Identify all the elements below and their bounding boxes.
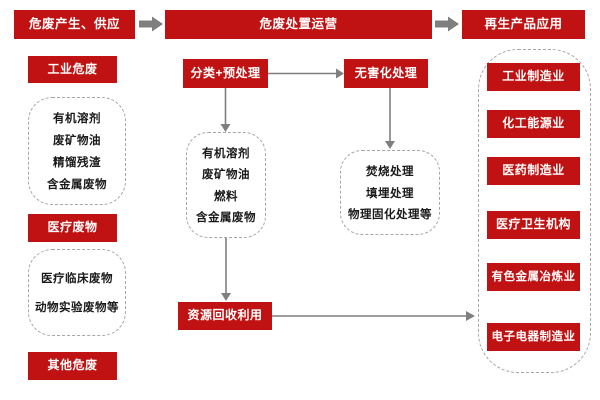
recyclable-item: 含金属废物 <box>196 212 256 225</box>
stage-disposal-banner: 危废处置运营 <box>165 10 432 39</box>
recyclable-item: 废矿物油 <box>202 169 250 182</box>
harmless-treatment-node: 无害化处理 <box>344 59 428 88</box>
harmless-method-item: 焚烧处理 <box>366 165 414 178</box>
industry-node: 医药制造业 <box>487 157 580 185</box>
stage-supply-banner: 危废产生、供应 <box>14 10 135 39</box>
harmless-methods-group: 焚烧处理 填埋处理 物理固化处理等 <box>340 150 440 235</box>
harmless-method-item: 物理固化处理等 <box>348 209 432 222</box>
recyclable-items-group: 有机溶剂 废矿物油 燃料 含金属废物 <box>186 132 266 238</box>
industry-node: 化工能源业 <box>487 110 580 138</box>
recyclable-item: 燃料 <box>214 190 238 203</box>
waste-item: 有机溶剂 <box>53 113 101 125</box>
industry-node: 医疗卫生机构 <box>487 211 580 239</box>
industry-node: 电子电器制造业 <box>487 323 580 351</box>
industrial-waste-items-group: 有机溶剂 废矿物油 精馏残渣 含金属废物 <box>28 97 126 205</box>
industry-node: 工业制造业 <box>487 63 580 91</box>
other-waste-node: 其他危废 <box>28 352 117 380</box>
waste-item: 含金属废物 <box>47 179 107 191</box>
harmless-method-item: 填埋处理 <box>366 187 414 200</box>
waste-item: 废矿物油 <box>53 135 101 147</box>
medical-waste-items-group: 医疗临床废物 动物实验废物等 <box>28 249 126 336</box>
block-arrow-icon <box>139 16 163 32</box>
resource-recycle-node: 资源回收利用 <box>178 302 272 330</box>
waste-item: 精馏残渣 <box>53 157 101 169</box>
industrial-waste-node: 工业危废 <box>28 56 117 83</box>
medical-waste-node: 医疗废物 <box>28 214 117 242</box>
block-arrow-icon <box>435 16 459 32</box>
recyclable-item: 有机溶剂 <box>202 147 250 160</box>
stage-products-banner: 再生产品应用 <box>462 10 585 39</box>
waste-item: 动物实验废物等 <box>35 302 119 315</box>
pretreatment-node: 分类+预处理 <box>183 59 268 88</box>
industry-node: 有色金属冶炼业 <box>487 263 580 291</box>
waste-item: 医疗临床废物 <box>41 272 113 285</box>
